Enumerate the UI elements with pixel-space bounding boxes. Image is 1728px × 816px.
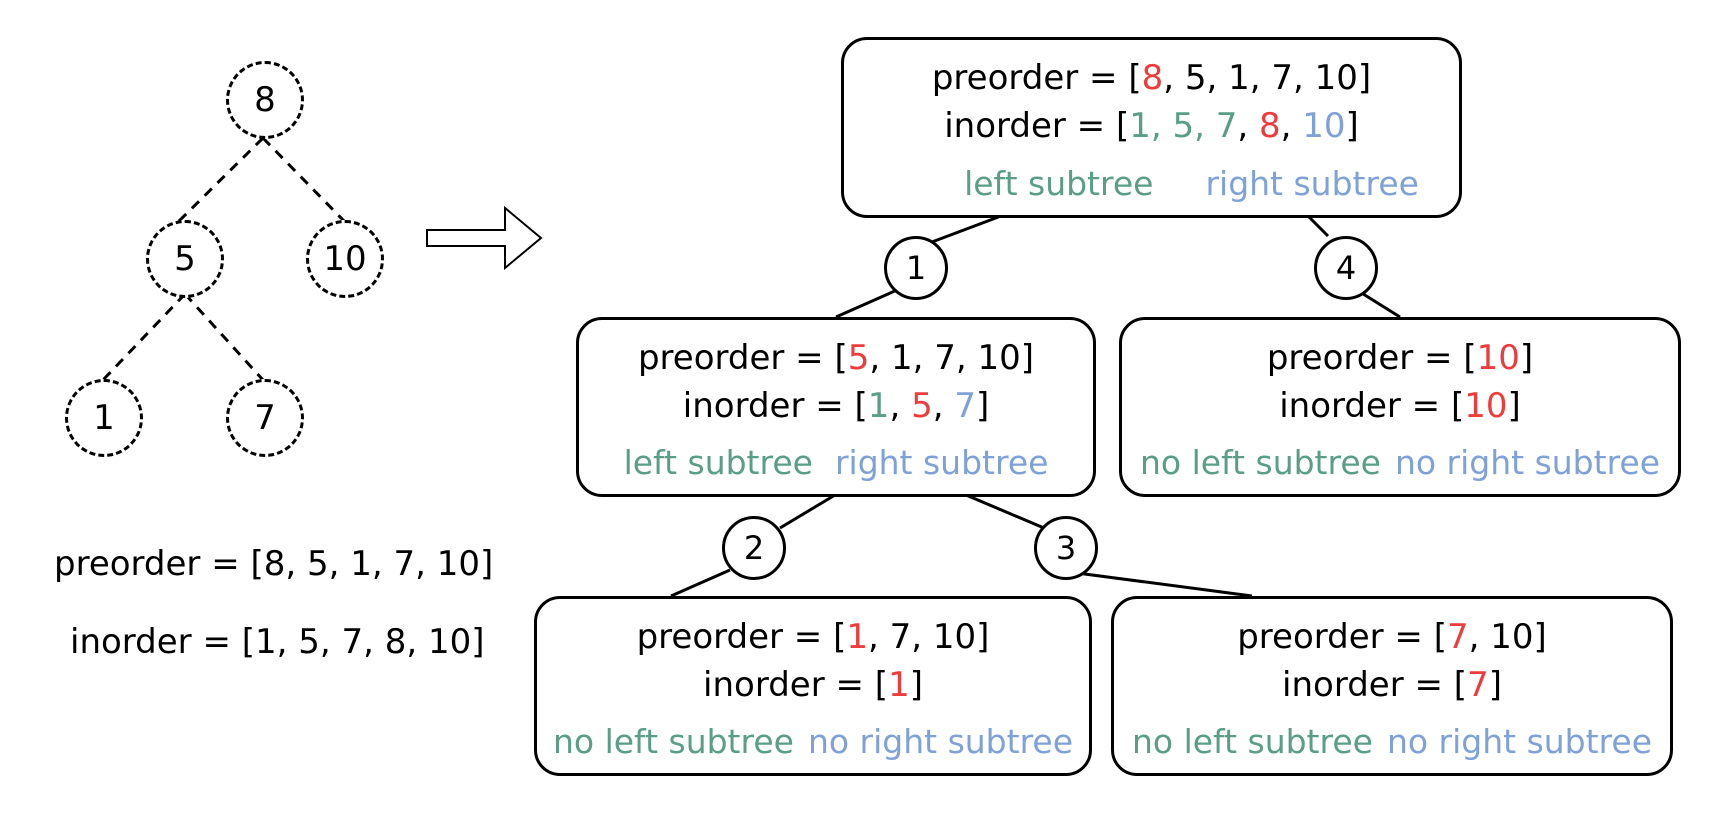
box-root-inorder: inorder = [1, 5, 7, 8, 10] bbox=[944, 106, 1359, 146]
preorder-caption: preorder = [8, 5, 1, 7, 10] bbox=[54, 544, 494, 584]
tree-node-8: 8 bbox=[226, 61, 304, 139]
box-1-inorder: inorder = [1] bbox=[703, 665, 923, 705]
box-5-inorder: inorder = [1, 5, 7] bbox=[682, 386, 990, 426]
tree-edge-5-1 bbox=[101, 292, 187, 382]
edge-b5-step3 bbox=[965, 493, 1045, 530]
edge-step4-b10 bbox=[1359, 290, 1401, 319]
edge-step1-b5 bbox=[835, 288, 898, 319]
box-1-preorder: preorder = [1, 7, 10] bbox=[636, 617, 990, 657]
step-4-badge: 4 bbox=[1314, 236, 1378, 300]
box-node-7: preorder = [7, 10] inorder = [7] no left… bbox=[1111, 596, 1673, 776]
tree-node-1: 1 bbox=[65, 379, 143, 457]
box-node-10: preorder = [10] inorder = [10] no left s… bbox=[1119, 317, 1681, 497]
box-5-preorder: preorder = [5, 1, 7, 10] bbox=[637, 338, 1035, 378]
box-root-preorder: preorder = [8, 5, 1, 7, 10] bbox=[931, 58, 1372, 98]
box-node-1: preorder = [1, 7, 10] inorder = [1] no l… bbox=[534, 596, 1092, 776]
box-7-preorder: preorder = [7, 10] bbox=[1237, 617, 1547, 657]
box-10-preorder: preorder = [10] bbox=[1266, 338, 1534, 378]
tree-edge-8-5 bbox=[176, 136, 265, 224]
step-2-badge: 2 bbox=[722, 516, 786, 580]
box-7-inorder: inorder = [7] bbox=[1282, 665, 1502, 705]
inorder-caption: inorder = [1, 5, 7, 8, 10] bbox=[70, 622, 485, 662]
tree-edge-5-7 bbox=[183, 292, 265, 382]
edge-root-step4 bbox=[1306, 214, 1330, 238]
step-3-badge: 3 bbox=[1034, 516, 1098, 580]
tree-edge-8-10 bbox=[261, 136, 347, 224]
step-1-badge: 1 bbox=[884, 236, 948, 300]
tree-node-7: 7 bbox=[226, 379, 304, 457]
edge-step3-b7 bbox=[1076, 571, 1253, 598]
edge-b5-step2 bbox=[779, 493, 836, 530]
box-root-8: preorder = [8, 5, 1, 7, 10] inorder = [1… bbox=[841, 37, 1462, 218]
tree-node-10: 10 bbox=[306, 220, 384, 298]
tree-node-5: 5 bbox=[146, 220, 224, 298]
edge-step2-b1 bbox=[670, 568, 731, 598]
right-arrow-icon bbox=[426, 205, 543, 271]
box-10-inorder: inorder = [10] bbox=[1279, 386, 1521, 426]
box-node-5: preorder = [5, 1, 7, 10] inorder = [1, 5… bbox=[576, 317, 1096, 497]
